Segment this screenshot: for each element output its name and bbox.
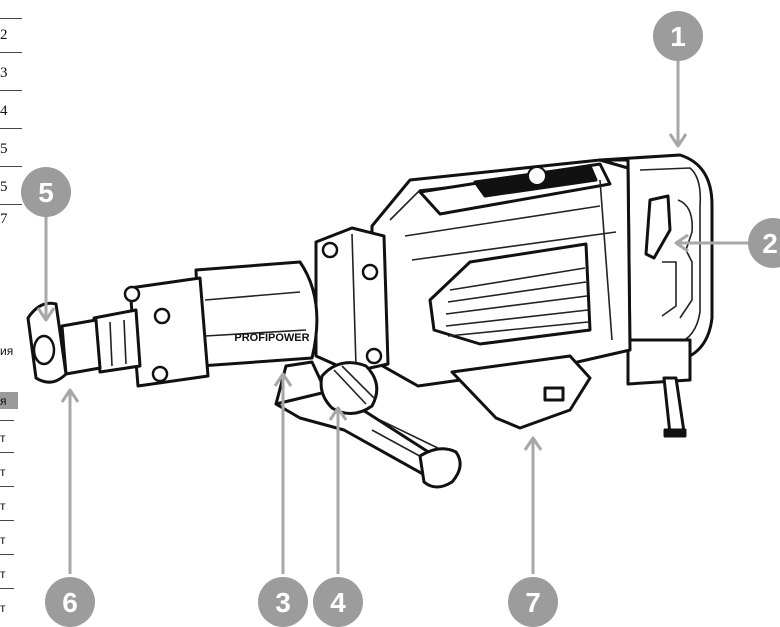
callout-circle xyxy=(45,577,95,627)
edge-rule xyxy=(0,166,22,167)
edge-letter: т xyxy=(0,431,6,445)
callout-circle xyxy=(508,577,558,627)
edge-rule xyxy=(0,486,14,487)
chisel-holder xyxy=(26,276,210,388)
edge-number: 2 xyxy=(0,27,8,43)
callout-5: 5 xyxy=(21,167,71,217)
edge-rule xyxy=(0,52,22,53)
edge-letter: т xyxy=(0,567,6,581)
edge-rule xyxy=(0,520,14,521)
edge-letter: т xyxy=(0,601,6,615)
trigger-switch xyxy=(644,194,672,260)
callout-6: 6 xyxy=(45,577,95,627)
callout-circle xyxy=(313,577,363,627)
mode-selector-housing xyxy=(450,354,592,430)
callout-number: 6 xyxy=(62,587,78,618)
callout-number: 3 xyxy=(275,587,291,618)
edge-number: 7 xyxy=(0,211,8,227)
rear-handle xyxy=(598,153,714,438)
brand-text: PROFIPOWER xyxy=(234,332,309,344)
callout-number: 5 xyxy=(38,177,54,208)
callout-4: 4 xyxy=(313,577,363,627)
edge-rule xyxy=(0,18,22,19)
callout-1: 1 xyxy=(653,11,703,61)
front-collar xyxy=(314,226,390,374)
edge-letter: т xyxy=(0,465,6,479)
vent-grille xyxy=(428,242,592,346)
edge-rule xyxy=(0,588,14,589)
callout-circle xyxy=(258,577,308,627)
side-handle xyxy=(274,360,462,489)
callout-circle xyxy=(653,11,703,61)
edge-number: 5 xyxy=(0,141,8,157)
edge-rule xyxy=(0,554,14,555)
side-handle-grip-end xyxy=(418,447,462,489)
edge-rule xyxy=(0,420,14,421)
edge-boxed-letter: я xyxy=(0,392,18,409)
callout-number: 1 xyxy=(670,21,686,52)
barrel: PROFIPOWER xyxy=(194,260,319,368)
edge-rule xyxy=(0,204,22,205)
callout-3: 3 xyxy=(258,577,308,627)
edge-letter: т xyxy=(0,499,6,513)
callout-number: 2 xyxy=(762,228,778,259)
support-leg xyxy=(662,376,686,436)
callout-number: 4 xyxy=(330,587,346,618)
edge-letter: т xyxy=(0,533,6,547)
edge-number: 5 xyxy=(0,179,8,195)
edge-rule xyxy=(0,128,22,129)
main-body xyxy=(370,158,632,430)
side-handle-knob xyxy=(319,361,379,415)
edge-rule xyxy=(0,452,14,453)
callout-circle xyxy=(748,218,780,268)
callout-number: 7 xyxy=(525,587,541,618)
mode-selector-icon xyxy=(543,386,565,402)
edge-rule xyxy=(0,90,22,91)
callout-7: 7 xyxy=(508,577,558,627)
callout-2: 2 xyxy=(748,218,780,268)
callout-circle xyxy=(21,167,71,217)
edge-number: 4 xyxy=(0,103,8,119)
callout-arrows xyxy=(36,58,752,574)
edge-number: 3 xyxy=(0,65,8,81)
edge-word-fragment: ия xyxy=(0,344,14,358)
